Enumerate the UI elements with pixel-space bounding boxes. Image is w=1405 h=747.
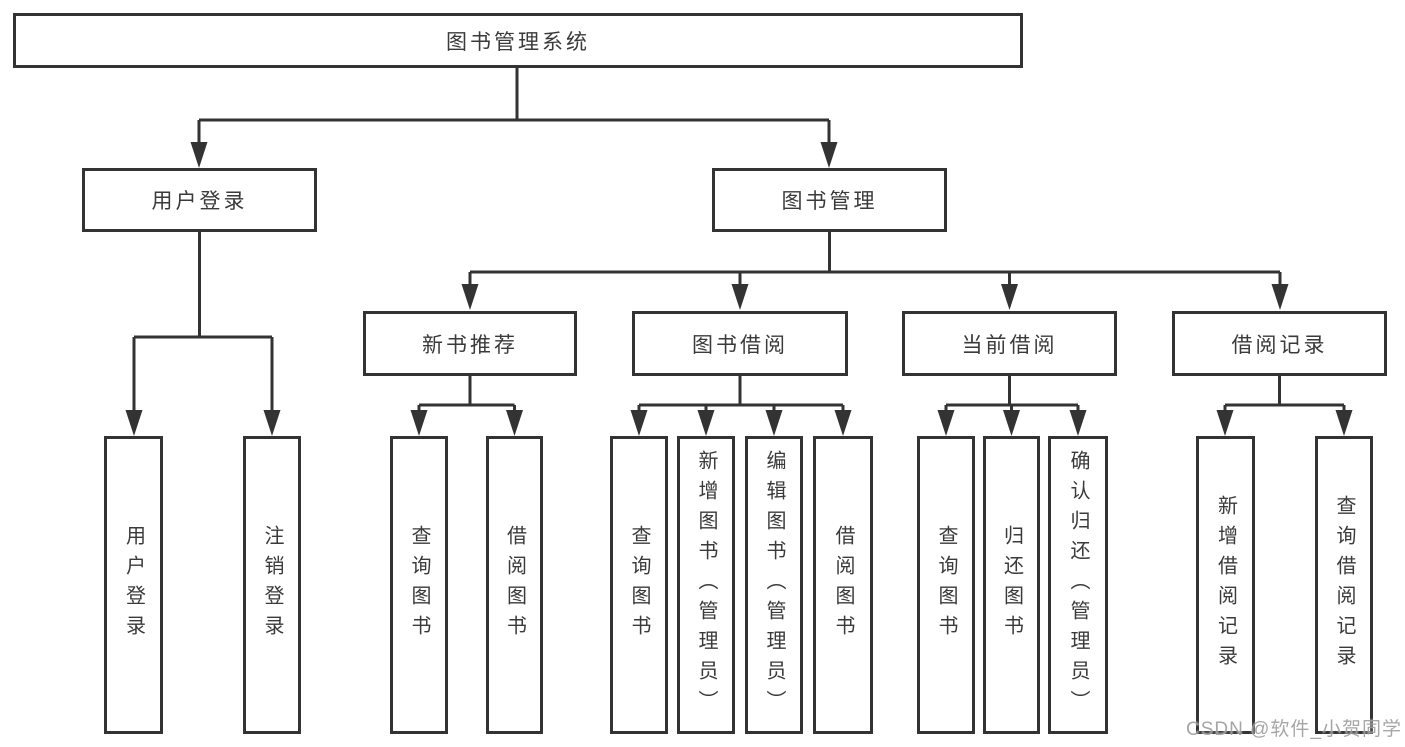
leaf-label: 查询借阅记录 (1333, 495, 1355, 675)
node-book-borrowing: 图书借阅 (632, 311, 848, 376)
leaf-bb-add-books-admin: 新增图书（管理员） (677, 436, 735, 734)
leaf-br-query-record: 查询借阅记录 (1315, 436, 1373, 734)
leaf-label: 编辑图书（管理员） (763, 450, 785, 720)
leaf-bb-borrow-books: 借阅图书 (813, 436, 873, 734)
leaf-label: 新增借阅记录 (1214, 495, 1237, 675)
leaf-br-add-record: 新增借阅记录 (1196, 436, 1255, 734)
leaf-label: 用户登录 (122, 525, 145, 645)
leaf-label: 新增图书（管理员） (695, 450, 717, 720)
leaf-cb-confirm-return-admin: 确认归还（管理员） (1048, 436, 1108, 734)
leaf-bb-edit-books-admin: 编辑图书（管理员） (745, 436, 803, 734)
leaf-label: 归还图书 (1000, 525, 1023, 645)
leaf-label: 借阅图书 (832, 525, 854, 645)
node-book-management: 图书管理 (712, 168, 947, 232)
leaf-nb-query-books: 查询图书 (390, 436, 448, 734)
leaf-cb-query-books: 查询图书 (917, 436, 975, 734)
node-current-borrowing: 当前借阅 (902, 311, 1117, 376)
watermark-text: CSDN @软件_小贺同学 (1186, 719, 1402, 740)
leaf-label: 查询图书 (935, 525, 957, 645)
leaf-logout: 注销登录 (243, 436, 301, 734)
leaf-label: 查询图书 (408, 525, 430, 645)
node-new-book-recommend: 新书推荐 (363, 311, 577, 376)
leaf-bb-query-books: 查询图书 (610, 436, 668, 734)
leaf-label: 查询图书 (628, 525, 650, 645)
node-user-login: 用户登录 (82, 168, 317, 232)
arrowhead-group (125, 142, 1353, 436)
leaf-label: 借阅图书 (503, 525, 526, 645)
leaf-label: 确认归还（管理员） (1067, 450, 1089, 720)
leaf-nb-borrow-books: 借阅图书 (486, 436, 543, 734)
node-library-system: 图书管理系统 (13, 13, 1023, 68)
leaf-label: 注销登录 (261, 525, 283, 645)
leaf-cb-return-books: 归还图书 (983, 436, 1040, 734)
leaf-user-login: 用户登录 (104, 436, 163, 734)
node-borrowing-records: 借阅记录 (1172, 311, 1387, 376)
